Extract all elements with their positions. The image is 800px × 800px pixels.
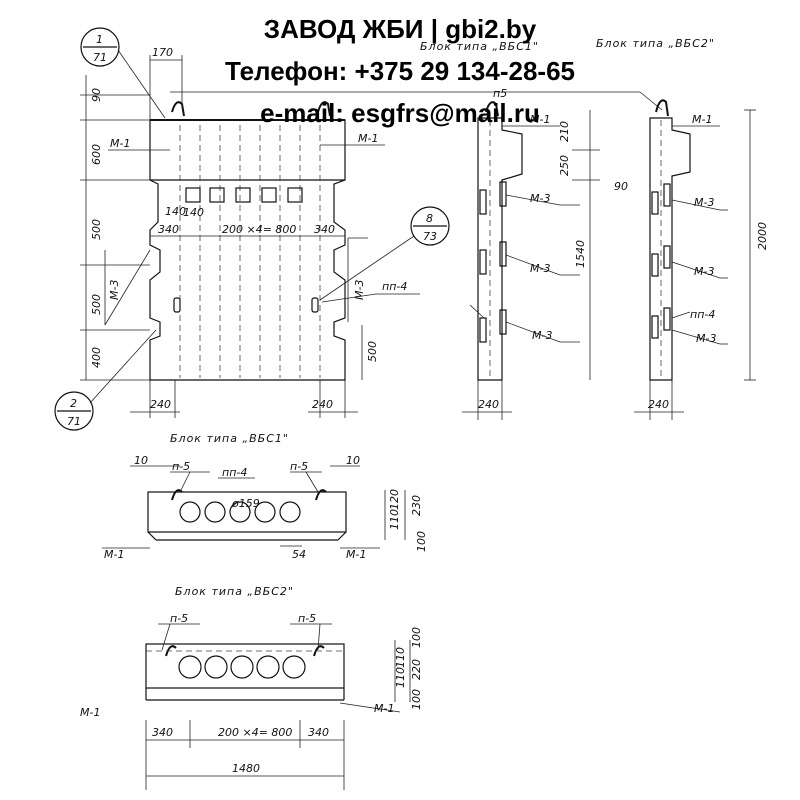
dim-2000: 2000 [756,222,769,250]
dim-220: 220 [410,659,423,680]
svg-text:1: 1 [96,33,103,46]
dim-100-plan1: 100 [415,531,428,552]
label-m3-side2-b: М-3 [694,265,714,278]
dim-90-side2: 90 [614,180,628,193]
label-m3-side1-c: М-3 [532,329,552,342]
watermark-line-2: Телефон: +375 29 134-28-65 [224,56,576,86]
dim-1480: 1480 [232,762,260,775]
side-view-vbs2: Блок типа „ВБС2" М-1 М-3 М-3 пп-4 М-3 90… [596,37,769,420]
dim-140-b: 140 [183,206,204,219]
label-m1-plan2-left: М-1 [80,706,100,719]
svg-text:71: 71 [67,415,81,428]
label-m1-side1: М-1 [530,113,550,126]
label-m3-side1-b: М-3 [530,262,550,275]
label-pp4-front: пп-4 [382,280,407,293]
plan-vbs1: Блок типа „ВБС1" ø159 10 10 п-5 пп-4 п-5… [102,432,428,561]
dim-400: 400 [90,347,103,368]
dim-100-plan2-b: 100 [410,689,423,710]
dim-500-c: 500 [366,341,379,362]
svg-text:2: 2 [70,397,77,410]
svg-text:71: 71 [93,51,107,64]
dim-110: 110 [388,509,401,530]
dim-110-plan2-a: 110 [394,647,407,668]
dim-120: 120 [388,489,401,510]
dim-600: 600 [90,144,103,165]
dim-340-plan2-a: 340 [152,726,173,739]
front-elevation: 90 600 500 500 400 170 М-1 М-1 М-3 М-3 1… [54,27,663,431]
dim-340-b: 340 [314,223,335,236]
dim-240-a: 240 [150,398,171,411]
label-m1-front-left: М-1 [110,137,130,150]
dim-240-side2: 240 [648,398,669,411]
dim-10-b: 10 [346,454,360,467]
dim-250: 250 [558,155,571,176]
callout-8-73 [410,206,450,246]
label-m3-front-right: М-3 [353,280,366,300]
label-p5-plan2-b: п-5 [298,612,316,625]
label-m3-side2-c: М-3 [696,332,716,345]
title-vbs1-elev: Блок типа „ВБС1" [420,40,539,53]
title-vbs2-plan: Блок типа „ВБС2" [175,585,294,598]
dim-240-side1: 240 [478,398,499,411]
dim-340-plan2-b: 340 [308,726,329,739]
dim-340-a: 340 [158,223,179,236]
dim-1540: 1540 [574,240,587,268]
label-p5-plan2-a: п-5 [170,612,188,625]
dim-500-b: 500 [90,294,103,315]
dim-100-plan2-a: 100 [410,627,423,648]
dim-10-a: 10 [134,454,148,467]
label-m1-plan1-left: М-1 [104,548,124,561]
dim-90: 90 [90,88,103,102]
label-m1-plan1-right: М-1 [346,548,366,561]
dim-500-a: 500 [90,219,103,240]
label-p5-plan1-a: п-5 [172,460,190,473]
dim-230: 230 [410,495,423,516]
plan-vbs2: Блок типа „ВБС2" п-5 п-5 М-1 М-1 100 110… [80,585,423,790]
dim-54: 54 [292,548,306,561]
dim-200x4-plan2: 200 ×4= 800 [218,726,292,739]
dim-diameter: ø159 [231,497,260,510]
label-m3-side1-a: М-3 [530,192,550,205]
label-p5-plan1-b: п-5 [290,460,308,473]
svg-text:73: 73 [423,230,437,243]
dim-140-a: 140 [165,205,186,218]
callout-2-71 [54,391,94,431]
dim-110-plan2-b: 110 [394,667,407,688]
label-m3-front-left: М-3 [108,280,121,300]
watermark-line-3: e-mail: esgfrs@mail.ru [260,98,540,128]
dim-240-b: 240 [312,398,333,411]
dim-200x4: 200 ×4= 800 [222,223,296,236]
label-m1-side2: М-1 [692,113,712,126]
title-vbs2-elev: Блок типа „ВБС2" [596,37,715,50]
label-p5-top: п5 [493,87,507,100]
front-outline [149,119,346,381]
callout-1-71 [80,27,120,67]
label-pp4-plan1: пп-4 [222,466,247,479]
dim-170: 170 [152,46,173,59]
side-view-vbs1: Блок типа „ВБС1" М-1 М-3 М-3 М-3 240 210… [420,40,600,420]
label-m1-front-right: М-1 [358,132,378,145]
dim-210: 210 [558,121,571,142]
label-m3-side2-a: М-3 [694,196,714,209]
label-pp4-side2: пп-4 [690,308,715,321]
watermark-line-1: ЗАВОД ЖБИ | gbi2.by [263,14,537,44]
label-m1-plan2-right: М-1 [374,702,394,715]
svg-text:8: 8 [426,212,433,225]
title-vbs1-plan: Блок типа „ВБС1" [170,432,289,445]
